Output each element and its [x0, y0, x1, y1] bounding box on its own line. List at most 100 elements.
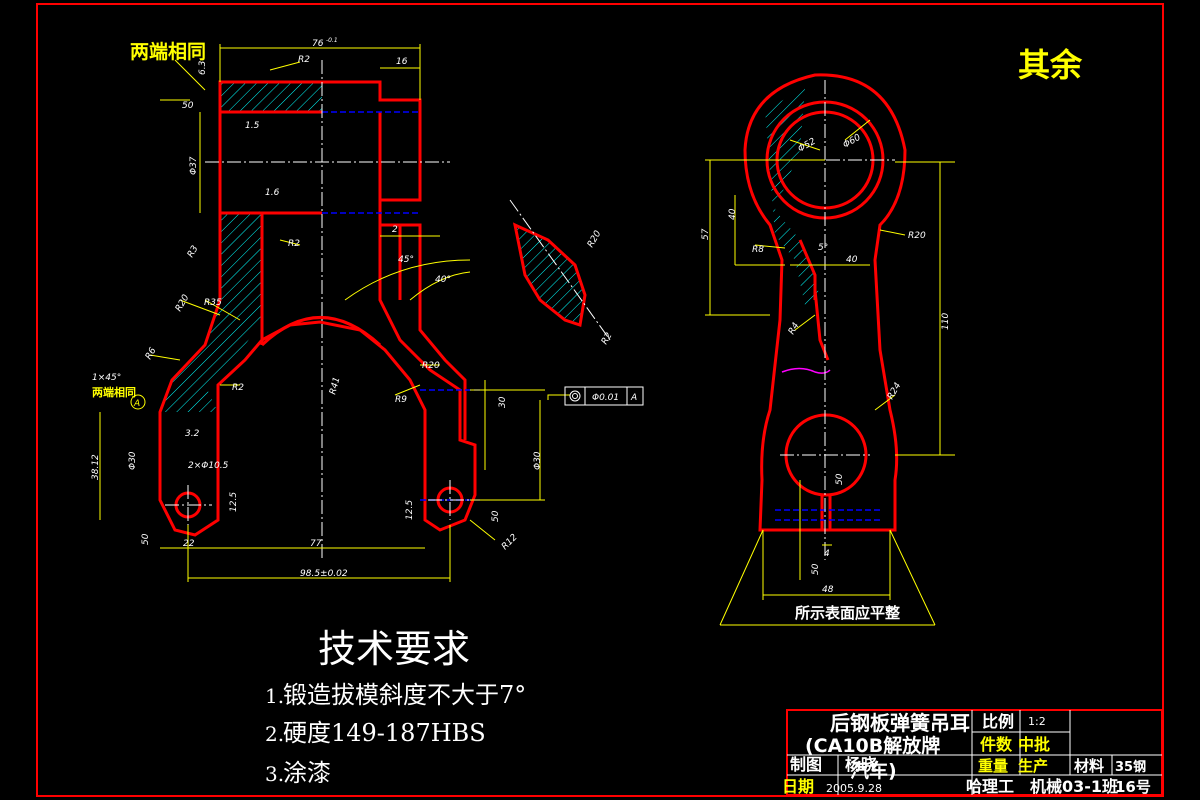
- front-view: 76 -0.1 R2 16 6.3 50 1.5 Φ37 1.6 R3 R2 R…: [91, 37, 644, 582]
- tb-class-info: 机械03-1班: [1030, 777, 1118, 796]
- dim-tol-datum: A: [630, 393, 637, 403]
- tech-req-item-3: 3. 涂漆: [265, 759, 331, 787]
- side-dim-40b: 40: [846, 255, 858, 265]
- dim-dia-37: Φ37: [189, 156, 199, 175]
- tb-weight-label: 重量: [978, 757, 1008, 775]
- side-dim-50: 50: [835, 473, 845, 485]
- dim-rough-32: 3.2: [185, 429, 200, 439]
- tb-material-value: 35钢: [1115, 759, 1146, 775]
- dim-r2-sec: R2: [600, 331, 615, 347]
- dim-r2-mid: R2: [288, 239, 300, 249]
- tb-weight-value: 生产: [1018, 757, 1048, 775]
- tb-drawn-label: 制图: [790, 755, 822, 774]
- side-dim-r24: R24: [886, 381, 904, 402]
- datum-symbol: [130, 394, 146, 410]
- inner-arch: [260, 213, 382, 347]
- hidden-lines: [322, 111, 480, 501]
- hatch-left-arm: [160, 213, 262, 412]
- tb-material-label: 材料: [1074, 757, 1104, 775]
- side-hidden: [775, 509, 880, 521]
- leader-lines: [149, 59, 496, 541]
- title-block: 后钢板弹簧吊耳 (CA10B解放牌 汽车) 比例 1:2 件数 中批 制图 杨晓…: [782, 709, 1163, 796]
- dim-gap-2: 2: [392, 225, 398, 235]
- dim-rough-16: 1.6: [265, 188, 280, 198]
- note-same-both-ends-top-text: 两端相同: [130, 40, 206, 63]
- tech-req-item-2-num: 2.: [265, 722, 284, 746]
- side-view: Φ52 Φ60 40 57 R8 5° 40 R20 110 R4 R24 50…: [701, 73, 955, 626]
- tb-drawn-by: 杨晓: [845, 755, 877, 774]
- dim-top-r: R2: [298, 55, 310, 65]
- dim-r3: R3: [186, 244, 201, 260]
- note-same-both-ends-left: 两端相同: [92, 385, 136, 399]
- dim-holes: 2×Φ10.5: [188, 461, 229, 471]
- hatch-top-boss: [220, 82, 322, 112]
- dim-width-top: 76: [312, 39, 324, 49]
- side-dim-r4: R4: [787, 321, 802, 337]
- dim-ang-40: 40°: [435, 275, 451, 285]
- dimension-lines: [99, 44, 570, 582]
- side-dim-r8: R8: [752, 245, 764, 255]
- dim-r35: R35: [204, 298, 222, 308]
- dim-h-30: 30: [498, 396, 508, 408]
- dim-right-16: 16: [396, 57, 408, 67]
- bore-lines: [220, 110, 402, 300]
- tech-req-item-2-text: 硬度149-187HBS: [283, 719, 486, 747]
- tb-date-label: 日期: [782, 777, 814, 796]
- dim-width-top-tol: -0.1: [326, 37, 338, 44]
- side-dim-110: 110: [941, 313, 951, 330]
- tech-req-item-1-text: 锻造拔模斜度不大于7°: [283, 681, 526, 709]
- side-leaders: [754, 119, 906, 411]
- note-same-both-ends-top: 两端相同: [130, 40, 206, 63]
- tb-scale-value: 1:2: [1028, 715, 1046, 728]
- side-dim-48: 48: [822, 585, 834, 595]
- tb-qty-label: 件数: [980, 735, 1013, 754]
- dim-w-22: 22: [183, 539, 195, 549]
- side-dim-lines: [705, 159, 955, 626]
- dim-w-77: 77: [310, 539, 322, 549]
- center-lines: [165, 60, 472, 560]
- side-dim-dia60: Φ60: [842, 133, 863, 151]
- side-outline: [743, 73, 907, 532]
- tolerance-frame: [564, 386, 644, 406]
- side-dim-50b: 50: [811, 563, 821, 575]
- tech-req-item-2: 2. 硬度149-187HBS: [265, 719, 486, 747]
- dim-ang-45: 45°: [398, 255, 414, 265]
- note-surface-flat: 所示表面应平整: [795, 604, 900, 622]
- tech-req-item-1: 1. 锻造拔模斜度不大于7°: [265, 681, 526, 709]
- dim-rough-15: 1.5: [245, 121, 260, 131]
- dim-rough-50-r: 50: [491, 510, 501, 522]
- section-cut-line: [509, 199, 611, 341]
- tech-req-item-1-num: 1.: [265, 684, 284, 708]
- dim-chamfer: 1×45°: [92, 373, 121, 383]
- dim-dia-30-left: Φ30: [128, 451, 138, 470]
- dim-r9: R9: [395, 395, 407, 405]
- dim-r20-mid: R20: [422, 361, 440, 371]
- dim-r41: R41: [328, 376, 342, 396]
- side-dim-5: 5°: [818, 243, 828, 253]
- tb-school: 哈理工: [966, 777, 1014, 796]
- tb-part-code: (CA10B解放牌: [805, 734, 940, 757]
- tb-code-suffix: 汽车): [850, 759, 897, 782]
- side-dim-4: 4: [824, 549, 830, 559]
- side-slot: [798, 239, 832, 530]
- dim-h-38: 38.12: [91, 454, 101, 480]
- dim-r2-low: R2: [232, 383, 244, 393]
- dim-rough-125-r: 12.5: [405, 500, 415, 520]
- removed-section: [512, 222, 587, 327]
- tb-date-value: 2005.9.28: [826, 782, 882, 795]
- note-other: 其余: [1018, 46, 1083, 84]
- side-dim-57: 57: [701, 228, 711, 240]
- tb-scale-label: 比例: [982, 712, 1014, 731]
- dim-rough-50-l: 50: [141, 533, 151, 545]
- tb-part-name: 后钢板弹簧吊耳: [830, 711, 970, 735]
- dim-top-63: 6.3: [198, 60, 208, 75]
- tech-req-item-3-num: 3.: [265, 762, 284, 786]
- tech-req-heading: 技术要求: [318, 627, 470, 671]
- dim-r6: R6: [144, 346, 159, 362]
- dim-tolerance: Φ0.01: [592, 393, 619, 403]
- tb-number: 16号: [1115, 778, 1151, 796]
- dim-dia-30-right: Φ30: [533, 451, 543, 470]
- dim-r20-sec: R20: [586, 229, 604, 250]
- dim-r12: R12: [500, 532, 520, 552]
